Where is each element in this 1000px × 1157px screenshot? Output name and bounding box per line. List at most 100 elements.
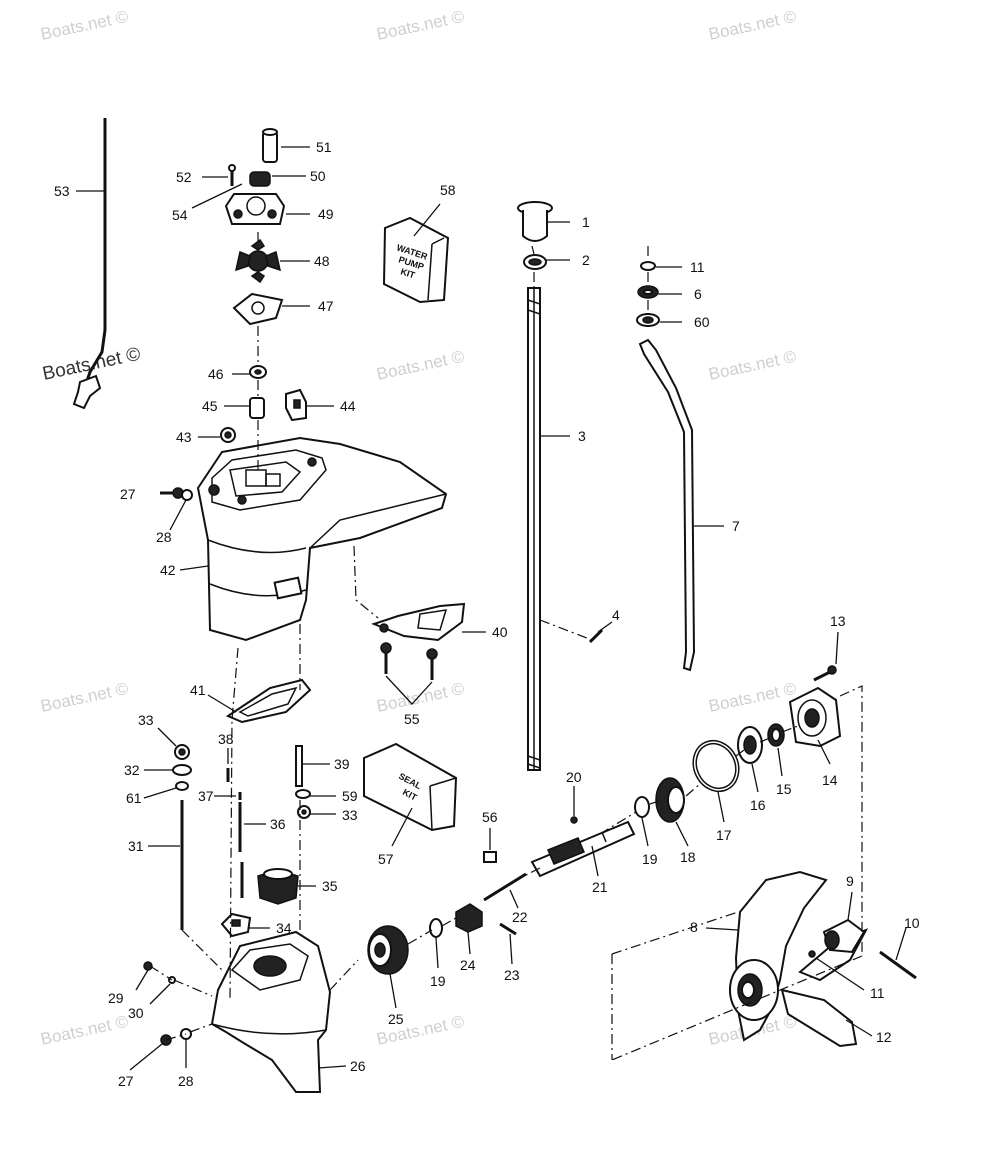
part-1-bushing — [517, 201, 553, 242]
callout-11: 11 — [690, 259, 705, 275]
leader-lines — [76, 146, 907, 1071]
callout-55: 55 — [404, 711, 420, 727]
callout-39: 39 — [334, 756, 350, 772]
callout-17: 17 — [716, 827, 732, 843]
callout-30: 30 — [128, 1005, 144, 1021]
callout-31: 31 — [128, 838, 144, 854]
callout-14: 14 — [822, 772, 838, 788]
callout-18: 18 — [680, 849, 696, 865]
watermark: Boats.net © — [375, 679, 467, 716]
part-42-drive-shaft-housing — [196, 436, 448, 642]
callout-8: 8 — [690, 919, 698, 935]
part-27-screw — [160, 487, 184, 499]
watermark: Boats.net © — [39, 1012, 131, 1049]
part-52-screw — [228, 164, 236, 186]
callout-12: 12 — [876, 1029, 892, 1045]
part-6-washer — [637, 285, 659, 299]
part-51-tube-guide — [262, 128, 278, 163]
callout-47: 47 — [318, 298, 334, 314]
callout-32: 32 — [124, 762, 140, 778]
part-48-impeller — [234, 238, 282, 284]
part-44-connector — [285, 388, 307, 422]
part-45-bushing — [249, 397, 265, 419]
callout-21: 21 — [592, 879, 608, 895]
callout-50: 50 — [310, 168, 326, 184]
part-10-cotter-pin — [879, 950, 917, 980]
callout-46: 46 — [208, 366, 224, 382]
part-56-spring — [483, 851, 497, 863]
callout-13: 13 — [830, 613, 846, 629]
callout-43: 43 — [176, 429, 192, 445]
part-50-grommet — [249, 171, 271, 187]
part-32-washer — [172, 764, 192, 776]
part-36-shaft — [238, 802, 244, 898]
callout-33: 33 — [138, 712, 154, 728]
part-40-anode — [371, 602, 466, 642]
part-21-prop-shaft — [530, 820, 636, 878]
part-23-pin — [499, 922, 517, 936]
callout-48: 48 — [314, 253, 330, 269]
callout-56: 56 — [482, 809, 498, 825]
callout-15: 15 — [776, 781, 792, 797]
callout-28b: 28 — [178, 1073, 194, 1089]
callout-19b: 19 — [430, 973, 446, 989]
callout-11b: 11 — [870, 985, 885, 1001]
part-7-shift-shaft — [638, 338, 696, 672]
callout-10: 10 — [904, 915, 920, 931]
part-24-clutch — [455, 903, 483, 933]
part-61-washer — [175, 781, 189, 791]
callout-29: 29 — [108, 990, 124, 1006]
water-pump-kit-label-3: KIT — [399, 266, 416, 280]
callout-58: 58 — [440, 182, 456, 198]
part-20-pin — [570, 816, 578, 824]
callout-26: 26 — [350, 1058, 366, 1074]
part-39-stud — [295, 745, 303, 787]
callout-51: 51 — [316, 139, 332, 155]
part-55-screws — [380, 642, 438, 680]
part-60-seal — [636, 313, 660, 327]
callout-42: 42 — [160, 562, 176, 578]
callout-4: 4 — [612, 607, 620, 623]
callout-2: 2 — [582, 252, 590, 268]
callout-52: 52 — [176, 169, 192, 185]
watermark: Boats.net © — [707, 679, 799, 716]
watermark: Boats.net © — [375, 347, 467, 384]
watermark: Boats.net © — [707, 7, 799, 44]
part-8-propeller — [729, 870, 869, 1048]
part-15-seal — [767, 723, 785, 747]
part-17-o-ring — [692, 739, 740, 793]
part-25-gear — [367, 925, 409, 975]
part-16-bearing — [737, 726, 763, 764]
part-11-clip — [640, 261, 656, 271]
watermark: Boats.net © — [707, 347, 799, 384]
part-26-gear-housing — [210, 930, 332, 1093]
part-58-water-pump-kit: WATER PUMP KIT — [382, 216, 450, 304]
callout-35: 35 — [322, 878, 338, 894]
part-2-bearing — [523, 254, 547, 270]
callout-3: 3 — [578, 428, 586, 444]
part-19b-washer — [634, 796, 650, 818]
callout-59: 59 — [342, 788, 358, 804]
callout-19: 19 — [642, 851, 658, 867]
part-57-seal-kit: SEAL KIT — [363, 742, 458, 832]
part-22-plunger — [483, 872, 527, 902]
callout-27: 27 — [120, 486, 136, 502]
callout-60: 60 — [694, 314, 710, 330]
part-28-washer — [181, 489, 193, 501]
callout-44: 44 — [340, 398, 356, 414]
callout-53: 53 — [54, 183, 70, 199]
callout-6: 6 — [694, 286, 702, 302]
part-9-spinner — [822, 918, 866, 954]
watermark: Boats.net © — [39, 7, 131, 44]
part-33-nut — [174, 744, 190, 760]
part-41-gasket — [225, 678, 312, 724]
part-11b-washer — [808, 950, 816, 958]
part-47-impeller-plate — [232, 292, 284, 326]
callout-61: 61 — [126, 790, 142, 806]
callout-57: 57 — [378, 851, 394, 867]
callout-28: 28 — [156, 529, 172, 545]
callout-41: 41 — [190, 682, 206, 698]
callout-16: 16 — [750, 797, 766, 813]
callouts: 1 2 3 4 6 7 8 9 10 11 11 12 13 14 15 16 … — [54, 139, 920, 1089]
